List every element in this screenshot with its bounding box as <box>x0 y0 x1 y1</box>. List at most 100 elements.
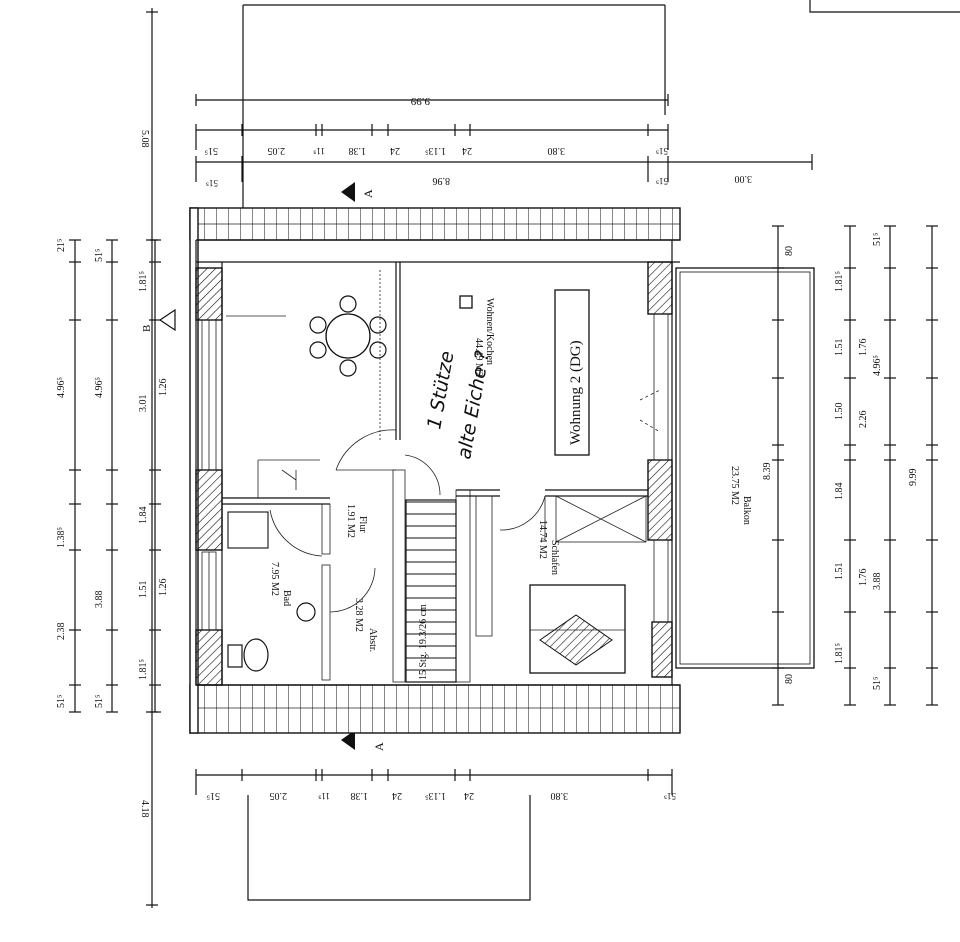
dim-top-chain-6: 24 <box>462 145 472 156</box>
dim-bottom-chain-3: 1.38 <box>351 790 369 801</box>
room-labels: Wohnen/Kochen 44.49 M2 Flur 1.91 M2 Bad … <box>269 298 773 652</box>
handwritten-note: 1 Stütze alte Eiche ? <box>423 295 494 461</box>
room-area-wohnen: 44.49 M2 <box>473 338 484 377</box>
handwritten-note-line-1: 1 Stütze <box>423 349 458 430</box>
dim-right-chain1-2: 1.50 <box>834 403 845 421</box>
dim-right-chain2-2: 1.76 <box>858 569 869 587</box>
dim-right-chain1-4: 1.51 <box>834 563 845 581</box>
dim-top-chain-8: 51⁵ <box>656 146 668 156</box>
dim-left-mid-0: 51⁵ <box>94 249 105 263</box>
section-mark-bottom: A <box>341 730 386 751</box>
site-frame-lines <box>242 0 960 901</box>
dim-left-mid-3: 51⁵ <box>94 695 105 709</box>
dim-top-overall: 9.99 <box>410 95 430 107</box>
room-area-schlafen: 14.74 M2 <box>537 520 548 559</box>
windows-right <box>639 313 669 623</box>
door-swings <box>269 429 546 613</box>
section-label-bottom: A <box>372 742 386 751</box>
apartment-title-box: Wohnung 2 (DG) <box>554 289 590 456</box>
room-name-schlafen: Schlafen <box>549 540 560 575</box>
room-area-abstr: 3.28 M2 <box>353 598 364 632</box>
dim-top-chain2-right: 51⁵ <box>656 176 668 186</box>
bed-icon <box>529 584 626 674</box>
bathtub-icon <box>227 511 269 549</box>
left-dimension-columns: 21⁵ 4.96⁵ 1.38⁵ 2.38 51⁵ 51⁵ 4.96⁵ 3.88 … <box>56 239 169 713</box>
stair-label: 15 Stg. 19.3/26 cm <box>418 604 429 680</box>
dim-right-chain2-1: 2.26 <box>858 411 869 429</box>
dim-left-inner-0: 1.81⁵ <box>138 271 149 292</box>
roof-strip-top <box>189 207 681 241</box>
dim-bottom-chain-2: 11⁵ <box>318 791 330 801</box>
dim-bottom-chain-0: 51⁵ <box>207 790 221 801</box>
dim-bottom-chain-4: 24 <box>392 790 402 801</box>
dim-left-outer-4: 2.38 <box>56 623 67 641</box>
dining-table-icon <box>309 295 387 377</box>
interior-walls <box>222 262 648 683</box>
dim-right-chain1-1: 1.51 <box>834 339 845 357</box>
bottom-dimension-chain: 51⁵ 2.05 11⁵ 1.38 24 1.13⁵ 24 3.80 51⁵ <box>195 769 676 801</box>
dim-top-chain-7: 3.80 <box>548 145 566 156</box>
dim-left-inner-4: 1.51 <box>138 581 149 599</box>
dim-right-chain3-3: 51⁵ <box>872 677 883 691</box>
dim-right-chain1-3: 1.84 <box>834 483 845 501</box>
dim-left-outer-0: 21⁵ <box>56 239 67 253</box>
dim-left-mid-2: 3.88 <box>94 591 105 609</box>
top-dimension-chains: 9.99 51⁵ 2.05 11⁵ 1.38 24 1.13⁵ 24 3.80 … <box>195 94 813 188</box>
kitchen-counter <box>226 270 381 440</box>
dim-left-inner-6: 1.81⁵ <box>138 659 149 680</box>
dim-top-chain2-left: 51⁵ <box>206 178 218 188</box>
room-name-wohnen: Wohnen/Kochen <box>484 298 495 365</box>
room-area-balkon: 23.75 M2 <box>729 466 740 505</box>
dim-left-outer-2: 4.96⁵ <box>56 377 67 398</box>
dim-left-inner-2: 1.26 <box>158 379 169 397</box>
section-label-top: A <box>361 189 375 198</box>
dim-left-outer-5: 51⁵ <box>56 695 67 709</box>
handwritten-note-line-2: alte Eiche ? <box>453 349 494 461</box>
dim-top-chain-5: 1.13⁵ <box>425 145 446 156</box>
left-master-dimension-line: 5.08 4.18 <box>139 8 158 908</box>
dim-left-mid-1: 4.96⁵ <box>94 377 105 398</box>
room-name-bad: Bad <box>281 590 292 606</box>
balcony <box>675 267 815 669</box>
dim-bottom-chain-6: 24 <box>464 790 474 801</box>
dim-left-inner-5: 1.26 <box>158 579 169 597</box>
right-dimension-columns: 80 80 1.81⁵ 1.51 1.50 1.84 1.51 1.81⁵ 1.… <box>772 225 938 706</box>
dim-top-overall2: 8.96 <box>433 175 451 186</box>
dim-right-chain1-0: 1.81⁵ <box>834 271 845 292</box>
section-label-b: B <box>141 325 153 332</box>
dim-right-chain2-0: 1.76 <box>858 339 869 357</box>
dim-right-80-bottom: 80 <box>784 674 795 684</box>
roof-strip-bottom <box>189 684 681 734</box>
dim-right-chain1-5: 1.81⁵ <box>834 643 845 664</box>
room-area-flur: 1.91 M2 <box>345 504 356 538</box>
dim-left-inner-1: 3.01 <box>138 395 149 413</box>
dim-bottom-chain-1: 2.05 <box>270 790 288 801</box>
dim-left-bottom: 4.18 <box>139 800 150 818</box>
dim-bottom-chain-8: 51⁵ <box>664 791 676 801</box>
room-name-abstr: Abstr. <box>367 628 378 652</box>
section-mark-b: B <box>141 308 176 332</box>
room-area-bad: 7.95 M2 <box>269 562 280 596</box>
stair: 15 Stg. 19.3/26 cm <box>405 499 457 683</box>
dim-left-outer-3: 1.38⁵ <box>56 527 67 548</box>
apartment-title: Wohnung 2 (DG) <box>568 340 584 445</box>
dim-bottom-chain-7: 3.80 <box>551 790 569 801</box>
dim-left-top: 5.08 <box>139 130 150 148</box>
dim-top-balkon-width: 3.00 <box>735 173 753 184</box>
dim-right-chain3-2: 3.88 <box>872 573 883 591</box>
dim-top-chain-0: 51⁵ <box>205 145 219 156</box>
windows-left <box>201 319 217 631</box>
section-mark-top: A <box>341 182 375 202</box>
room-name-balkon: Balkon <box>741 496 752 525</box>
dim-top-chain-3: 1.38 <box>349 145 367 156</box>
outer-walls <box>195 239 680 686</box>
balkon-length: 8.39 <box>762 463 773 481</box>
dim-right-chain3-1: 4.96⁵ <box>872 355 883 376</box>
dim-right-overall: 9.99 <box>908 469 919 487</box>
toilet-icon <box>227 638 269 672</box>
dim-bottom-chain-5: 1.13⁵ <box>425 790 446 801</box>
dim-top-chain-4: 24 <box>390 145 400 156</box>
washbasin-icon <box>296 602 316 622</box>
dim-right-chain3-0: 51⁵ <box>872 233 883 247</box>
